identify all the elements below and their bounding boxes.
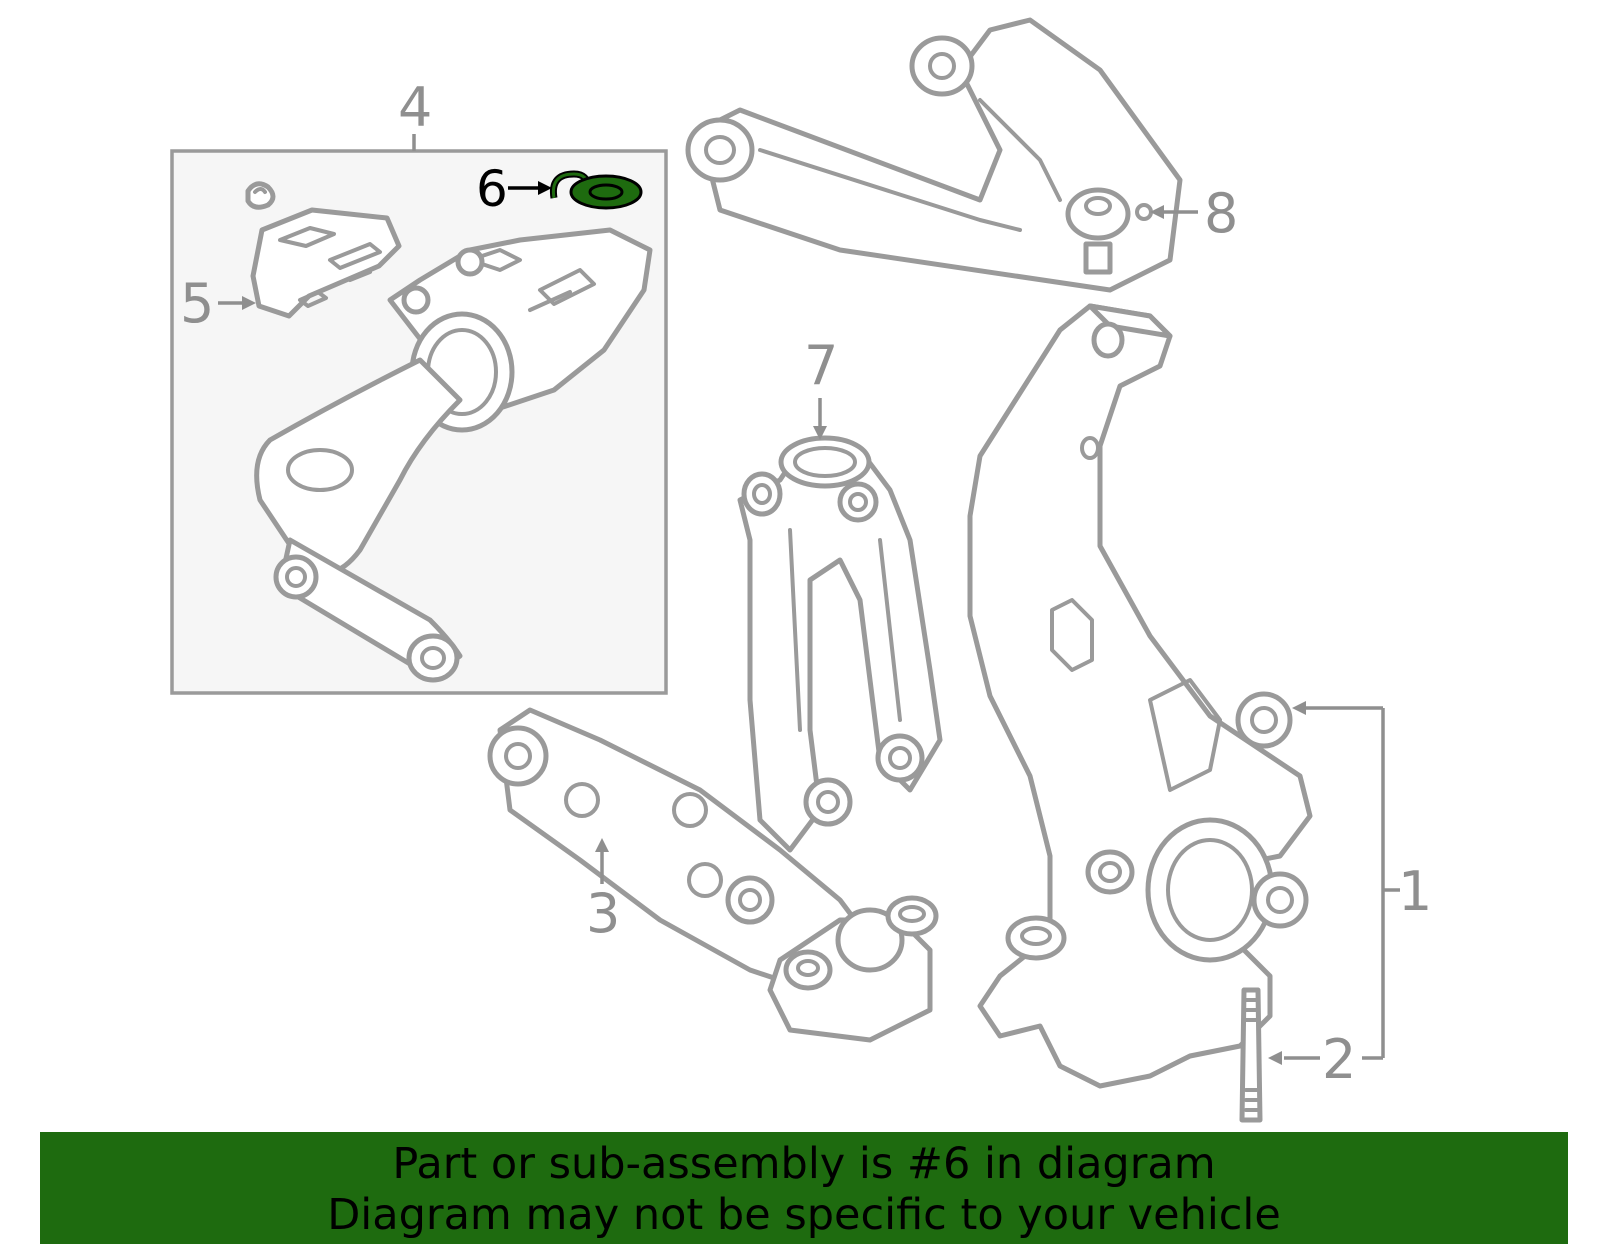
callout-6: 6 xyxy=(476,160,508,218)
callout-8: 8 xyxy=(1204,182,1238,245)
part-8-upper-control-arm xyxy=(685,17,1183,293)
info-banner: Part or sub-assembly is #6 in diagram Di… xyxy=(40,1132,1568,1244)
part-7-fork xyxy=(737,435,943,853)
arrow-7 xyxy=(813,426,827,440)
callout-5: 5 xyxy=(180,272,214,335)
clip-part xyxy=(245,181,276,210)
arrow-1 xyxy=(1292,701,1306,715)
callout-2: 2 xyxy=(1322,1028,1356,1091)
arrow-3 xyxy=(595,838,609,852)
callout-4: 4 xyxy=(398,76,432,139)
part-6-washer xyxy=(569,174,643,210)
arrow-6 xyxy=(538,181,552,195)
banner-line-1: Part or sub-assembly is #6 in diagram xyxy=(392,1139,1216,1189)
part-5-bracket xyxy=(250,207,402,319)
banner-line-2: Diagram may not be specific to your vehi… xyxy=(327,1190,1281,1240)
part-1-knuckle xyxy=(967,303,1313,1089)
callout-1: 1 xyxy=(1398,860,1432,923)
callout-7: 7 xyxy=(804,334,838,397)
assembly-4-inset: 4 5 6 xyxy=(170,76,668,695)
part-6-highlighted xyxy=(549,170,643,210)
arrow-5 xyxy=(242,296,256,310)
arrow-8 xyxy=(1150,205,1164,219)
part-3-lower-arm xyxy=(487,707,939,1043)
part-4-control-arm-assembly xyxy=(254,227,653,683)
part-2-stud xyxy=(1239,987,1263,1123)
arrow-2 xyxy=(1268,1051,1282,1065)
callout-3: 3 xyxy=(586,882,620,945)
